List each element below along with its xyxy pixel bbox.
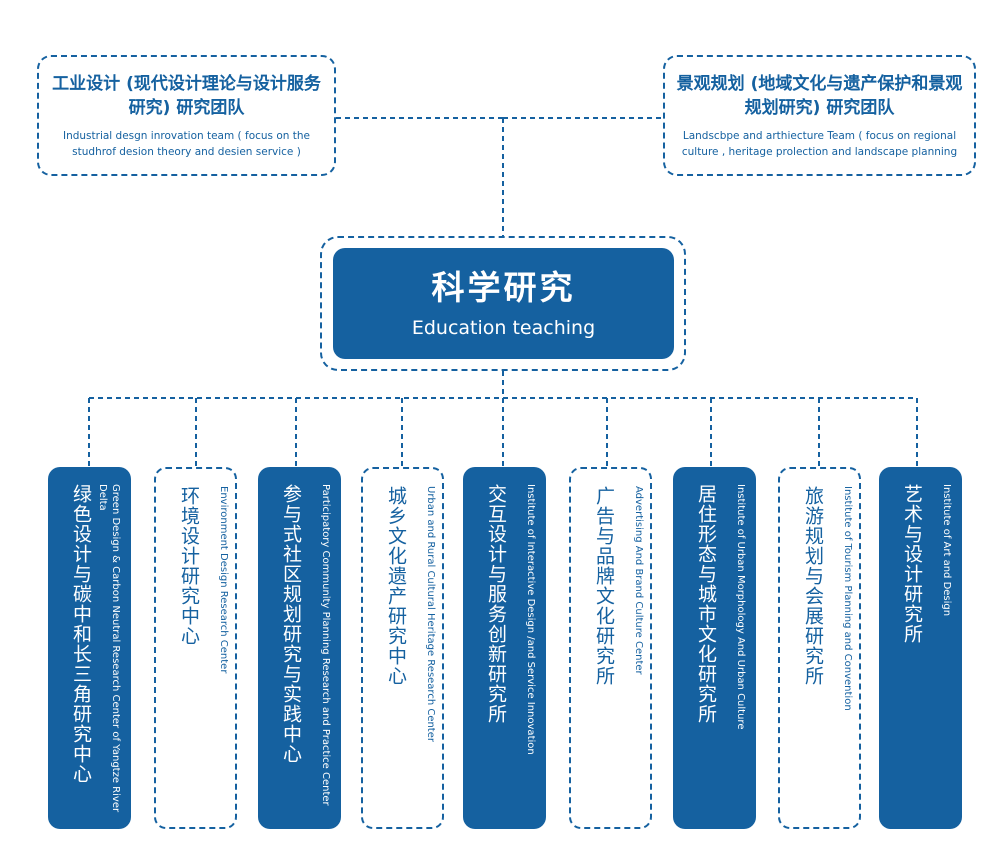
research-unit-5: 交互设计与服务创新研究所 Institute of Interactive De… xyxy=(463,467,546,829)
industrial-design-team-title-zh: 工业设计 (现代设计理论与设计服务研究) 研究团队 xyxy=(52,73,321,118)
research-unit-7-title-zh: 居住形态与城市文化研究所 xyxy=(695,484,717,724)
research-unit-6-title-zh: 广告与品牌文化研究所 xyxy=(593,486,615,686)
research-unit-6-title-en: Advertising And Brand Culture Center xyxy=(633,486,644,675)
research-unit-3: 参与式社区规划研究与实践中心 Participatory Community P… xyxy=(258,467,341,829)
industrial-design-team-title-en: Industrial desgn inrovation team ( focus… xyxy=(62,129,311,158)
research-unit-5-title-zh: 交互设计与服务创新研究所 xyxy=(485,484,507,724)
center-title-zh: 科学研究 xyxy=(431,267,576,307)
landscape-planning-team-title-zh: 景观规划 (地域文化与遗产保护和景观规划研究) 研究团队 xyxy=(676,73,963,118)
research-unit-9-title-en: Institute of Art and Design xyxy=(941,484,952,617)
landscape-planning-team-box: 景观规划 (地域文化与遗产保护和景观规划研究) 研究团队 Landscbpe a… xyxy=(663,55,976,176)
research-unit-8: 旅游规划与会展研究所 Institute of Tourism Planning… xyxy=(778,467,861,829)
center-title-en: Education teaching xyxy=(411,316,596,339)
research-unit-2: 环境设计研究中心 Environment Design Research Cen… xyxy=(154,467,237,829)
research-unit-8-title-zh: 旅游规划与会展研究所 xyxy=(802,486,824,686)
research-unit-2-title-zh: 环境设计研究中心 xyxy=(178,486,200,646)
research-unit-1-title-zh: 绿色设计与碳中和长三角研究中心 xyxy=(70,484,92,784)
research-unit-1: 绿色设计与碳中和长三角研究中心 Green Design & Carbon Ne… xyxy=(48,467,131,829)
research-unit-6: 广告与品牌文化研究所 Advertising And Brand Culture… xyxy=(569,467,652,829)
research-unit-9-title-zh: 艺术与设计研究所 xyxy=(901,484,923,644)
research-unit-1-title-en: Green Design & Carbon Neutral Research C… xyxy=(97,484,121,813)
center-node: 科学研究 Education teaching xyxy=(333,248,674,359)
research-unit-8-title-en: Institute of Tourism Planning and Conven… xyxy=(842,486,853,711)
research-unit-7-title-en: Institute of Urban Morphology And Urban … xyxy=(735,484,746,730)
industrial-design-team-box: 工业设计 (现代设计理论与设计服务研究) 研究团队 Industrial des… xyxy=(37,55,336,176)
research-unit-3-title-zh: 参与式社区规划研究与实践中心 xyxy=(280,484,302,764)
research-unit-5-title-en: Institute of Interactive Design /and Ser… xyxy=(525,484,536,755)
research-unit-4-title-en: Urban and Rural Cultural Heritage Resear… xyxy=(425,486,436,742)
research-unit-9: 艺术与设计研究所 Institute of Art and Design xyxy=(879,467,962,829)
landscape-planning-team-title-en: Landscbpe and arthiecture Team ( focus o… xyxy=(681,129,958,158)
research-unit-7: 居住形态与城市文化研究所 Institute of Urban Morpholo… xyxy=(673,467,756,829)
research-unit-4: 城乡文化遗产研究中心 Urban and Rural Cultural Heri… xyxy=(361,467,444,829)
research-unit-3-title-en: Participatory Community Planning Researc… xyxy=(320,484,331,806)
research-unit-4-title-zh: 城乡文化遗产研究中心 xyxy=(385,486,407,686)
research-unit-2-title-en: Environment Design Research Center xyxy=(218,486,229,674)
